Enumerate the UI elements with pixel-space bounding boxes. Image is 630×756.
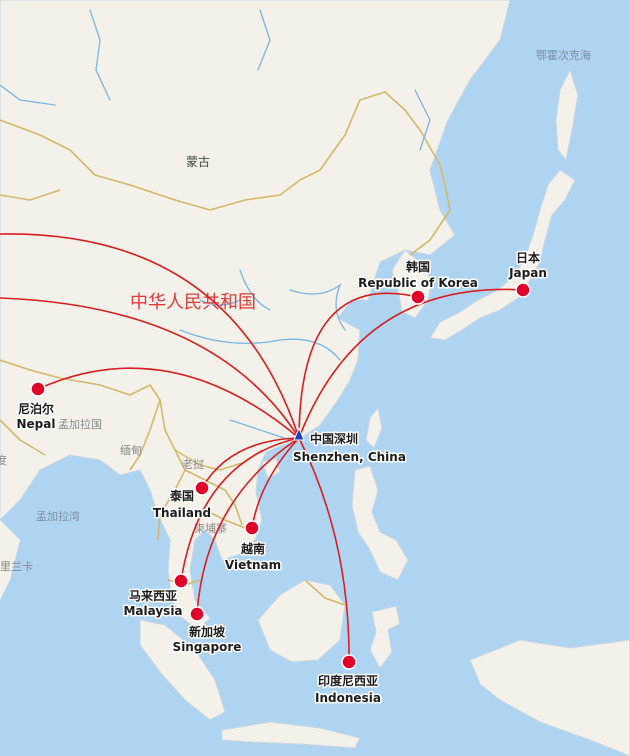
rivers (0, 9, 431, 441)
marker-korea (410, 289, 426, 305)
route-indonesia (298, 437, 350, 663)
land-asia (0, 0, 511, 631)
mongolia-label: 蒙古 (186, 154, 210, 169)
route-vietnam (251, 437, 300, 529)
cambodia-label: 柬埔寨 (194, 521, 227, 535)
nepal-label-en: Nepal (17, 417, 56, 431)
land-java (221, 721, 361, 749)
korea-label-zh: 韩国 (406, 259, 430, 274)
route-nepal (37, 367, 300, 439)
korea-label-en: Republic of Korea (358, 276, 478, 290)
land-new-guinea (469, 639, 630, 756)
china-label: 中华人民共和国 (130, 292, 256, 313)
land-sumatra (139, 619, 226, 721)
japan-label-zh: 日本 (516, 250, 540, 265)
vietnam-label-zh: 越南 (240, 541, 265, 556)
singapore-label-en: Singapore (173, 640, 242, 654)
marker-thailand (194, 480, 210, 496)
indonesia-label-en: Indonesia (315, 691, 381, 705)
sri-lanka-partial-label: 里兰卡 (0, 560, 33, 573)
india-partial-label: 度 (0, 453, 7, 467)
land-india (0, 520, 20, 600)
singapore-label-zh: 新加坡 (189, 624, 226, 639)
nepal-label-zh: 尼泊尔 (18, 401, 54, 416)
land-sulawesi (369, 605, 401, 669)
marker-nepal (30, 381, 46, 397)
land-borneo (257, 579, 346, 663)
thailand-label-en: Thailand (153, 506, 211, 520)
land-sakhalin (555, 68, 579, 162)
marker-malaysia (173, 573, 189, 589)
route-europe-north (0, 233, 300, 439)
hub-label-en: Shenzhen, China (293, 450, 406, 464)
route-europe-south (0, 297, 300, 439)
hub-label-zh: 中国深圳 (310, 431, 358, 446)
land-philippines (351, 465, 409, 581)
markers (30, 282, 531, 670)
indonesia-label-zh: 印度尼西亚 (318, 673, 378, 688)
hub-marker (293, 426, 305, 441)
route-japan (298, 288, 524, 439)
okhotsk-sea-label: 鄂霍次克海 (536, 48, 591, 62)
myanmar-label: 缅甸 (120, 443, 142, 457)
route-korea (298, 292, 419, 439)
route-malaysia (180, 437, 300, 582)
route-singapore (196, 437, 300, 615)
laos-label: 老挝 (182, 457, 204, 471)
land-japan (429, 169, 576, 341)
malaysia-label-en: Malaysia (123, 604, 182, 618)
thailand-label-zh: 泰国 (169, 488, 194, 503)
marker-vietnam (244, 520, 260, 536)
marker-indonesia (341, 654, 357, 670)
marker-singapore (189, 606, 205, 622)
bay-of-bengal-label: 孟加拉湾 (36, 509, 80, 523)
land-taiwan (365, 406, 383, 449)
marker-japan (515, 282, 531, 298)
japan-label-en: Japan (508, 266, 547, 280)
route-thailand (201, 437, 300, 489)
routes (0, 233, 524, 663)
bangladesh-label: 孟加拉国 (58, 417, 102, 431)
vietnam-label-en: Vietnam (225, 558, 281, 572)
malaysia-label-zh: 马来西亚 (129, 588, 177, 603)
